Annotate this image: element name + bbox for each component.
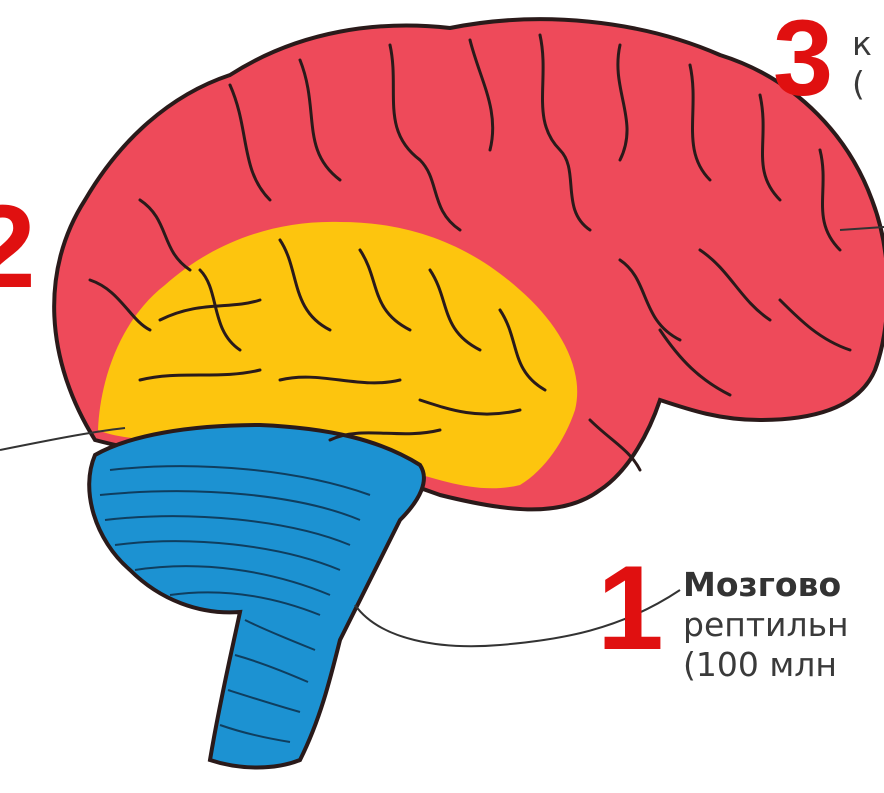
region-number-3: 3 <box>773 4 833 112</box>
region-number-1: 1 <box>597 548 664 668</box>
neocortex-label-line1: к <box>852 24 872 64</box>
brainstem-label-title: Мозгово <box>683 565 849 605</box>
neocortex-label-line2: ( <box>852 64 872 104</box>
brainstem-label-line3: (100 млн <box>683 645 849 685</box>
neocortex-label: к ( <box>852 24 872 104</box>
brainstem-label: Мозгово рептильн (100 млн <box>683 565 849 685</box>
brainstem-label-line2: рептильн <box>683 605 849 645</box>
region-number-2: 2 <box>0 188 36 306</box>
